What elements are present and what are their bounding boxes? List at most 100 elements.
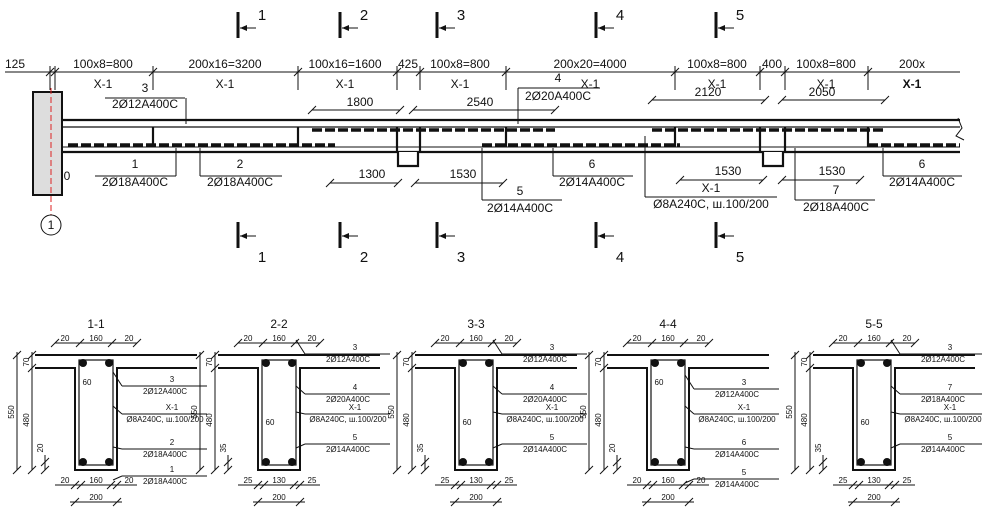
dim-offset: 60 xyxy=(655,378,664,387)
rebar-position: 3 xyxy=(142,81,149,95)
section-cut-number: 3 xyxy=(457,249,465,266)
span-dimension: 100x8=800 xyxy=(430,57,490,71)
dim-height: 550 xyxy=(579,405,588,419)
span-stirrup-mark: X-1 xyxy=(216,77,235,91)
section-title: 1-1 xyxy=(87,317,105,331)
callout-spec: 2Ø14A400C xyxy=(715,450,759,459)
section-cut-marker: 1 xyxy=(236,222,266,266)
callout-position: X-1 xyxy=(944,403,957,412)
span-stirrup-mark: X-1 xyxy=(903,77,922,91)
section-cut-number: 2 xyxy=(360,249,368,266)
section-title: 4-4 xyxy=(659,317,677,331)
dim-top-left: 20 xyxy=(441,334,450,343)
callout-position: X-1 xyxy=(738,403,751,412)
section-title: 3-3 xyxy=(467,317,485,331)
dim-bottom-left: 25 xyxy=(839,476,848,485)
rebar-callout: 4 2Ø20A400C xyxy=(517,71,600,124)
anchor-length-dimension: 1530 xyxy=(450,167,477,181)
dim-web-height: 480 xyxy=(205,413,214,427)
section-cut-marker: 1 xyxy=(236,7,266,38)
anchor-length-dimension: 1530 xyxy=(819,164,846,178)
dim-bottom-right: 20 xyxy=(125,476,134,485)
dim-width: 200 xyxy=(469,493,483,502)
section-cut-number: 2 xyxy=(360,7,368,24)
dim-width: 200 xyxy=(867,493,881,502)
rebar-dot xyxy=(651,359,659,367)
section-cut-marker: 2 xyxy=(338,222,368,266)
rebar-dot xyxy=(459,458,467,466)
callout-position: 5 xyxy=(948,433,953,442)
dim-web-height: 480 xyxy=(800,413,809,427)
dim-bottom-left: 20 xyxy=(61,476,70,485)
dim-top-mid: 160 xyxy=(469,334,483,343)
dim-bottom-left: 25 xyxy=(441,476,450,485)
dim-top-mid: 160 xyxy=(272,334,286,343)
span-dimension: 425 xyxy=(398,57,418,71)
span-dimension: 200x xyxy=(899,57,925,71)
dim-bottom-right: 25 xyxy=(308,476,317,485)
section-cut-marker: 4 xyxy=(594,7,624,38)
dim-top-right: 20 xyxy=(308,334,317,343)
callout-spec: Ø8A240C, ш.100/200 xyxy=(506,415,584,424)
dim-flange: 70 xyxy=(800,357,809,366)
rebar-dot xyxy=(677,359,685,367)
dimension-ticks xyxy=(45,66,873,90)
dim-offset: 60 xyxy=(463,418,472,427)
callout-spec: Ø8A240C, ш.100/200 xyxy=(904,415,982,424)
span-stirrup-mark: X-1 xyxy=(708,77,727,91)
dim-top-right: 20 xyxy=(125,334,134,343)
rebar-position: 2 xyxy=(237,157,244,171)
callout-position: 3 xyxy=(948,343,953,352)
dim-offset: 60 xyxy=(83,378,92,387)
dim-top-left: 20 xyxy=(839,334,848,343)
section-cut-number: 1 xyxy=(258,7,266,24)
callout-spec: 2Ø12A400C xyxy=(715,390,759,399)
section-cut-marker: 2 xyxy=(338,7,368,38)
column xyxy=(32,91,63,196)
section-title: 5-5 xyxy=(865,317,883,331)
section-cut-marker: 4 xyxy=(594,222,624,266)
dim-bottom-mid: 130 xyxy=(272,476,286,485)
callout-position: 5 xyxy=(742,468,747,477)
callout-position: 5 xyxy=(550,433,555,442)
dimension-label: 125 xyxy=(5,57,25,71)
dim-height: 550 xyxy=(387,405,396,419)
callout-spec: 2Ø20A400C xyxy=(326,395,370,404)
dim-height: 550 xyxy=(190,405,199,419)
rebar-dot xyxy=(79,359,87,367)
dim-web-height: 480 xyxy=(22,413,31,427)
callout-spec: 2Ø18A400C xyxy=(143,450,187,459)
rebar-spec: 2Ø14A400C xyxy=(889,175,955,189)
rebar-dot xyxy=(883,359,891,367)
callout-spec: 2Ø12A400C xyxy=(921,355,965,364)
dim-height: 550 xyxy=(7,405,16,419)
dim-width: 200 xyxy=(661,493,675,502)
anchor-length-dimension: 1530 xyxy=(715,164,742,178)
dim-flange: 70 xyxy=(22,357,31,366)
span-dimension: 100x16=1600 xyxy=(308,57,381,71)
dim-flange: 70 xyxy=(205,357,214,366)
axis-label: 1 xyxy=(48,218,55,232)
rebar-spec: Ø8A240C, ш.100/200 xyxy=(653,197,769,211)
dim-bottom-left: 25 xyxy=(244,476,253,485)
section-cut-number: 4 xyxy=(616,7,624,24)
span-dimension: 100x8=800 xyxy=(687,57,747,71)
rebar-spec: 2Ø14A400C xyxy=(559,175,625,189)
rebar-dot xyxy=(857,359,865,367)
dim-top-left: 20 xyxy=(61,334,70,343)
rebar-spec: 2Ø20A400C xyxy=(525,89,591,103)
dim-bottom-right: 25 xyxy=(505,476,514,485)
anchor-length-dimension: 2050 xyxy=(809,85,836,99)
rebar-dot xyxy=(288,458,296,466)
section-cut-marker: 3 xyxy=(435,7,465,38)
callout-position: 7 xyxy=(948,383,953,392)
section-cut-number: 4 xyxy=(616,249,624,266)
anchor-length-dimension: 2540 xyxy=(467,95,494,109)
callout-spec: 2Ø18A400C xyxy=(143,477,187,486)
section-cut-number: 5 xyxy=(736,249,744,266)
rebar-position: 4 xyxy=(555,71,562,85)
